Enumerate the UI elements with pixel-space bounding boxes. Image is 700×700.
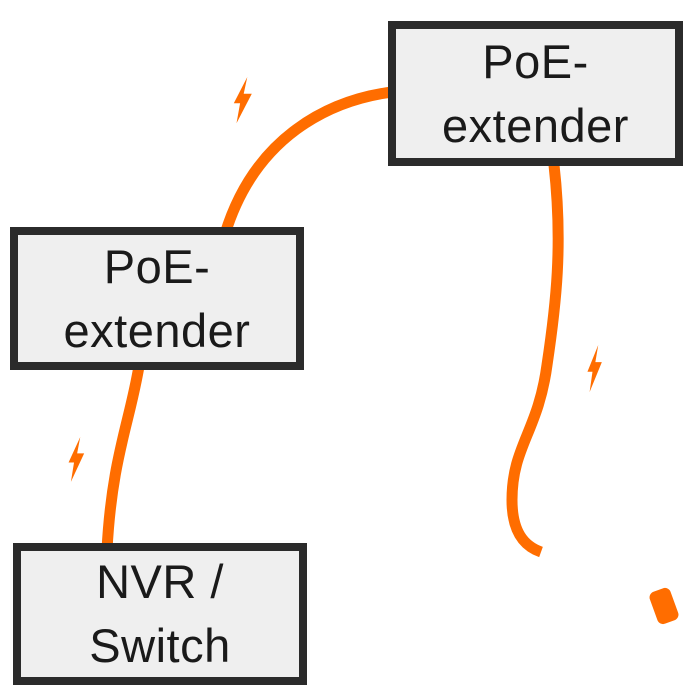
- node-label-line: extender: [442, 98, 629, 152]
- node-label-line: PoE-: [482, 34, 589, 88]
- cable-extender-to-extender: [219, 86, 393, 236]
- node-label-line: Switch: [89, 619, 231, 672]
- cable-plug-icon: [649, 587, 679, 625]
- cable-extender-to-nvr: [101, 359, 146, 551]
- node-label-line: NVR /: [96, 555, 224, 608]
- node-poe-extender-remote: PoE- extender: [388, 21, 683, 166]
- lightning-bolt-icon: [587, 345, 602, 393]
- node-label-line: PoE-: [103, 239, 211, 293]
- cable-extender-to-camera-end: [506, 164, 564, 558]
- lightning-bolt-icon: [233, 77, 252, 124]
- lightning-bolt-icon: [68, 437, 85, 482]
- node-label-line: extender: [63, 303, 251, 357]
- node-poe-extender-local: PoE- extender: [10, 227, 304, 370]
- node-nvr-switch: NVR / Switch: [13, 543, 307, 685]
